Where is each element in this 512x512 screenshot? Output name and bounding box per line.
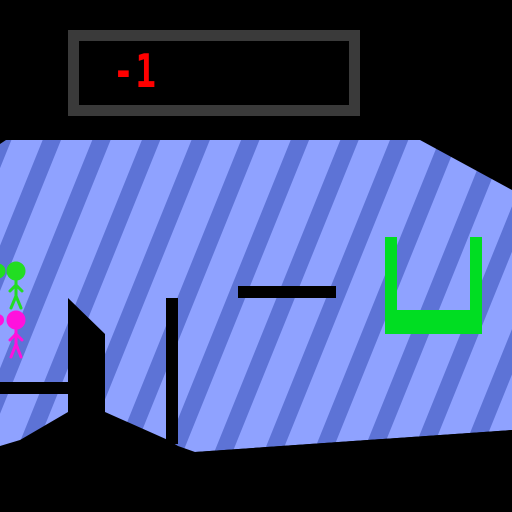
left-ledge <box>0 382 70 394</box>
player-green-edge-icon <box>0 263 6 279</box>
player-green-stick-figure-icon[interactable] <box>6 261 26 310</box>
vertical-pole <box>166 298 178 444</box>
player-magenta-edge-icon <box>0 314 4 326</box>
scoreboard: -1 <box>68 30 360 116</box>
scoreboard-screen: -1 <box>79 41 349 105</box>
player-magenta-stick-figure-icon[interactable] <box>6 310 26 359</box>
ground-mound <box>0 298 512 512</box>
score-display: -1 <box>113 44 158 98</box>
floating-platform[interactable] <box>238 286 336 298</box>
bucket-icon <box>385 237 482 334</box>
